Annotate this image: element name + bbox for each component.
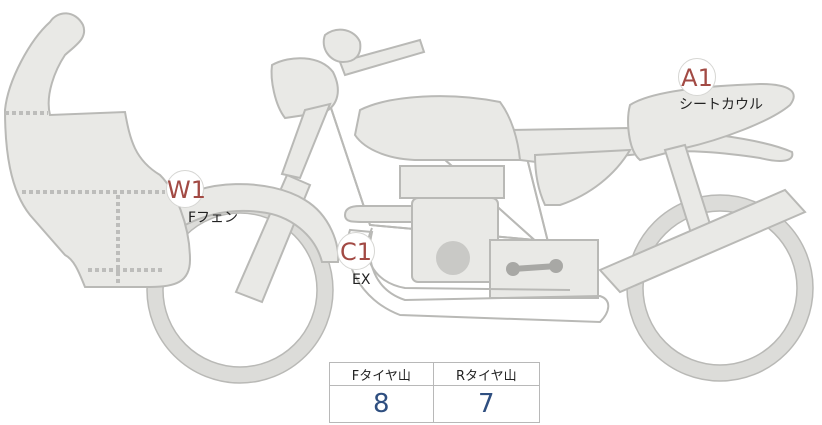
- table-value-row: 8 7: [329, 385, 541, 423]
- fork-tube: [280, 102, 332, 180]
- marker-w1[interactable]: W1: [166, 170, 206, 208]
- marker-a1-label: シートカウル: [679, 97, 763, 113]
- front-cowl: [3, 12, 192, 288]
- rear-tread-header: Rタイヤ山: [432, 362, 541, 386]
- front-tread-value: 8: [329, 385, 434, 423]
- exhaust-header-fill: [343, 205, 413, 223]
- fuel-tank: [353, 95, 522, 161]
- mirror: [322, 28, 362, 64]
- handlebar: [338, 38, 426, 77]
- front-fender: [168, 183, 340, 263]
- headlight: [270, 57, 339, 120]
- marker-c1[interactable]: C1: [337, 232, 375, 270]
- marker-c1-label: EX: [352, 272, 371, 288]
- table-header-row: Fタイヤ山 Rタイヤ山: [329, 362, 541, 386]
- rear-wheel: [626, 194, 814, 382]
- marker-w1-label: Fフェン: [188, 210, 239, 226]
- cowl-seam: [5, 111, 165, 283]
- front-tread-header: Fタイヤ山: [329, 362, 434, 386]
- side-cover: [533, 148, 632, 206]
- engine: [399, 165, 599, 299]
- tire-tread-table: Fタイヤ山 Rタイヤ山 8 7: [329, 362, 541, 423]
- footpeg: [506, 259, 563, 276]
- rear-tread-value: 7: [432, 385, 541, 423]
- marker-a1[interactable]: A1: [678, 58, 716, 96]
- swingarm: [598, 188, 807, 294]
